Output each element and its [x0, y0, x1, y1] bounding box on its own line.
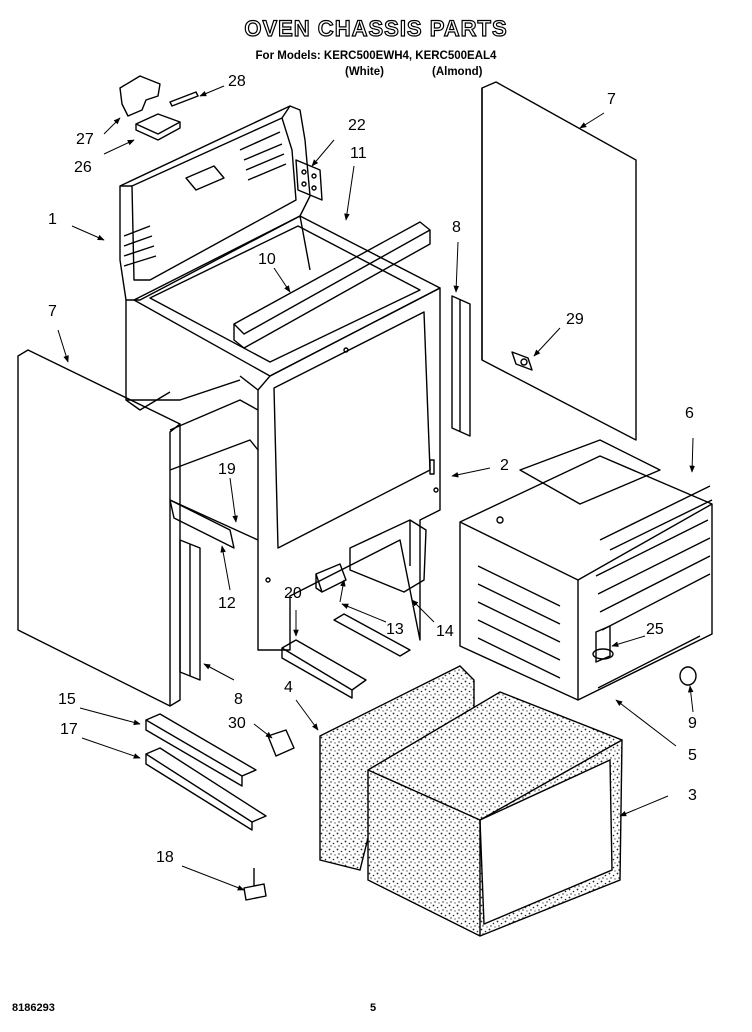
main-chassis — [126, 215, 441, 651]
page-number: 5 — [370, 1002, 377, 1014]
left-side-bracket — [179, 539, 201, 681]
callout-15: 15 — [58, 691, 76, 708]
callout-30: 30 — [228, 715, 246, 732]
callout-4: 4 — [284, 679, 293, 696]
callout-5: 5 — [688, 747, 697, 764]
callout-8-left: 8 — [234, 691, 243, 708]
callout-11: 11 — [350, 145, 367, 162]
callout-7-right: 7 — [607, 91, 616, 108]
callout-13: 13 — [386, 621, 404, 638]
callout-29: 29 — [566, 311, 584, 328]
hinge-bracket-part — [295, 159, 323, 201]
callout-18: 18 — [156, 849, 174, 866]
callout-26: 26 — [74, 159, 92, 176]
sensor-part — [511, 351, 533, 371]
callout-10: 10 — [258, 251, 276, 268]
callout-14: 14 — [436, 623, 454, 640]
callout-6: 6 — [685, 405, 694, 422]
callout-7-left: 7 — [48, 303, 57, 320]
model-numbers: For Models: KERC500EWH4, KERC500EAL4 — [255, 50, 497, 62]
callout-19: 19 — [218, 461, 236, 478]
relay-box-part — [349, 519, 427, 593]
callout-22: 22 — [348, 117, 366, 134]
variant-white-label: (White) — [345, 66, 384, 78]
base-bracket-part — [145, 747, 267, 831]
bottom-rail-parts — [281, 613, 411, 699]
callout-8-right: 8 — [452, 219, 461, 236]
callout-3: 3 — [688, 787, 697, 804]
seal-strip-part — [169, 91, 199, 107]
right-side-panel — [481, 81, 637, 441]
document-number: 8186293 — [12, 1002, 55, 1014]
callout-1: 1 — [48, 211, 57, 228]
front-brace-part — [169, 499, 235, 549]
callout-20: 20 — [284, 585, 302, 602]
page-title: OVEN CHASSIS PARTS — [244, 15, 508, 41]
ignitor-part — [315, 563, 347, 593]
callout-9: 9 — [688, 715, 697, 732]
rear-chassis-frame — [119, 105, 311, 411]
leveling-leg-part — [243, 868, 267, 901]
clip-part — [267, 729, 295, 757]
top-crossbar-part — [233, 221, 431, 349]
callout-27: 27 — [76, 131, 94, 148]
oven-liner — [459, 439, 713, 701]
leader-lines — [57, 85, 695, 891]
insulation-blankets — [319, 665, 623, 937]
callout-25: 25 — [646, 621, 664, 638]
top-clip-part — [119, 75, 161, 117]
variant-almond-label: (Almond) — [432, 66, 483, 78]
callout-28: 28 — [228, 73, 246, 90]
knob-part — [679, 666, 697, 686]
callout-2: 2 — [500, 457, 509, 474]
insulation-pad-part — [135, 113, 181, 141]
callout-17: 17 — [60, 721, 78, 738]
drawer-slide-part — [145, 713, 257, 787]
callout-12: 12 — [218, 595, 236, 612]
right-side-bracket — [451, 295, 471, 437]
left-side-panel — [17, 349, 181, 707]
